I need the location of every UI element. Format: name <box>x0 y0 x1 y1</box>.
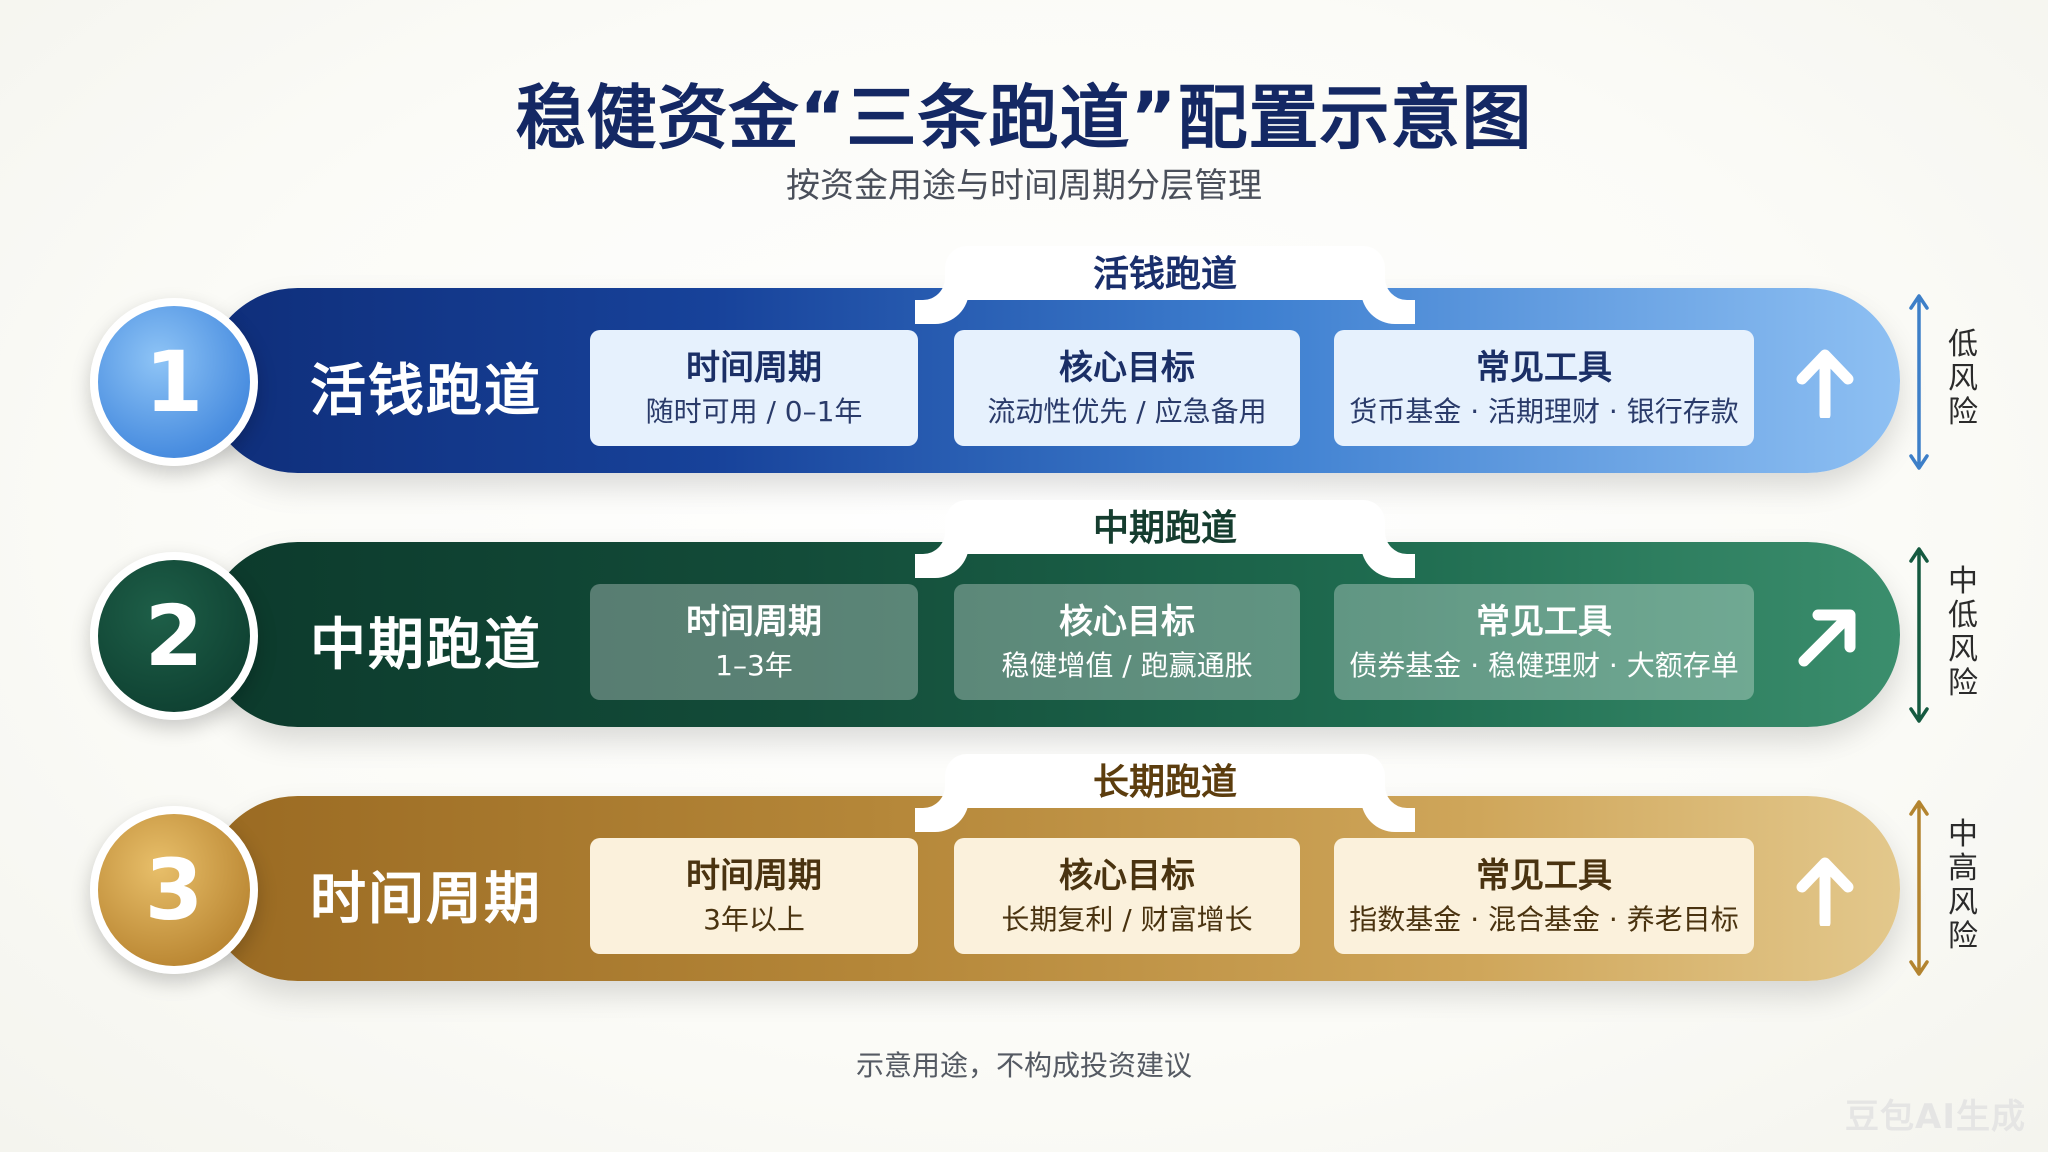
lane-number-badge: 2 <box>90 552 258 720</box>
risk-indicator-mid-low: 中低风险 <box>1905 545 2005 725</box>
page-subtitle: 按资金用途与时间周期分层管理 <box>786 166 1262 206</box>
card-title: 常见工具 <box>1476 348 1612 388</box>
card-value: 指数基金 · 混合基金 · 养老目标 <box>1349 903 1739 936</box>
card-value: 随时可用 / 0–1年 <box>645 395 863 428</box>
watermark: 豆包AI生成 <box>1845 1097 2026 1137</box>
card-common-tools: 常见工具 指数基金 · 混合基金 · 养老目标 <box>1334 838 1754 954</box>
lane-mid-term: 中期跑道 2 中期跑道 时间周期 1–3年 核心目标 稳健增值 / 跑赢通胀 常… <box>90 500 1900 732</box>
disclaimer: 示意用途，不构成投资建议 <box>855 1049 1192 1082</box>
lane-long-term: 长期跑道 3 时间周期 时间周期 3年以上 核心目标 长期复利 / 财富增长 常… <box>90 754 1900 986</box>
lane-name: 中期跑道 <box>310 613 542 678</box>
lane-liquid: 活钱跑道 1 活钱跑道 时间周期 随时可用 / 0–1年 核心目标 流动性优先 … <box>90 246 1900 478</box>
card-value: 流动性优先 / 应急备用 <box>987 395 1267 428</box>
card-time-period: 时间周期 1–3年 <box>590 584 918 700</box>
risk-label: 中高风险 <box>1948 817 1978 954</box>
risk-label: 低风险 <box>1948 327 1978 430</box>
card-value: 长期复利 / 财富增长 <box>1001 903 1253 936</box>
card-title: 常见工具 <box>1476 602 1612 642</box>
card-common-tools: 常见工具 货币基金 · 活期理财 · 银行存款 <box>1334 330 1754 446</box>
page-title: 稳健资金“三条跑道”配置示意图 <box>515 77 1533 159</box>
lane-tab-label: 中期跑道 <box>945 500 1385 554</box>
card-title: 常见工具 <box>1476 856 1612 896</box>
card-title: 时间周期 <box>686 602 822 642</box>
card-time-period: 时间周期 随时可用 / 0–1年 <box>590 330 918 446</box>
arrow-up-icon <box>1796 857 1854 926</box>
lane-number-badge: 1 <box>90 298 258 466</box>
card-title: 核心目标 <box>1059 602 1195 642</box>
card-title: 时间周期 <box>686 856 822 896</box>
card-title: 核心目标 <box>1059 856 1195 896</box>
arrow-up-right-icon <box>1798 609 1856 667</box>
risk-label: 中低风险 <box>1948 564 1978 701</box>
double-arrow-icon <box>1909 547 1929 723</box>
card-value: 3年以上 <box>703 903 805 936</box>
card-value: 货币基金 · 活期理财 · 银行存款 <box>1349 395 1739 428</box>
risk-indicator-low: 低风险 <box>1905 292 2005 472</box>
lane-name: 活钱跑道 <box>310 359 542 424</box>
double-arrow-icon <box>1909 800 1929 976</box>
card-value: 稳健增值 / 跑赢通胀 <box>1001 649 1253 682</box>
lane-tab-label: 活钱跑道 <box>945 246 1385 300</box>
lane-number-badge: 3 <box>90 806 258 974</box>
card-time-period: 时间周期 3年以上 <box>590 838 918 954</box>
card-value: 1–3年 <box>715 649 793 682</box>
card-core-goal: 核心目标 长期复利 / 财富增长 <box>954 838 1300 954</box>
risk-indicator-mid-high: 中高风险 <box>1905 798 2005 978</box>
card-title: 时间周期 <box>686 348 822 388</box>
card-core-goal: 核心目标 稳健增值 / 跑赢通胀 <box>954 584 1300 700</box>
lane-name: 时间周期 <box>310 867 542 932</box>
arrow-up-icon <box>1796 349 1854 418</box>
card-core-goal: 核心目标 流动性优先 / 应急备用 <box>954 330 1300 446</box>
card-common-tools: 常见工具 债券基金 · 稳健理财 · 大额存单 <box>1334 584 1754 700</box>
card-title: 核心目标 <box>1059 348 1195 388</box>
double-arrow-icon <box>1909 294 1929 470</box>
card-value: 债券基金 · 稳健理财 · 大额存单 <box>1349 649 1739 682</box>
lane-bar <box>205 542 1900 727</box>
lane-tab-label: 长期跑道 <box>945 754 1385 808</box>
